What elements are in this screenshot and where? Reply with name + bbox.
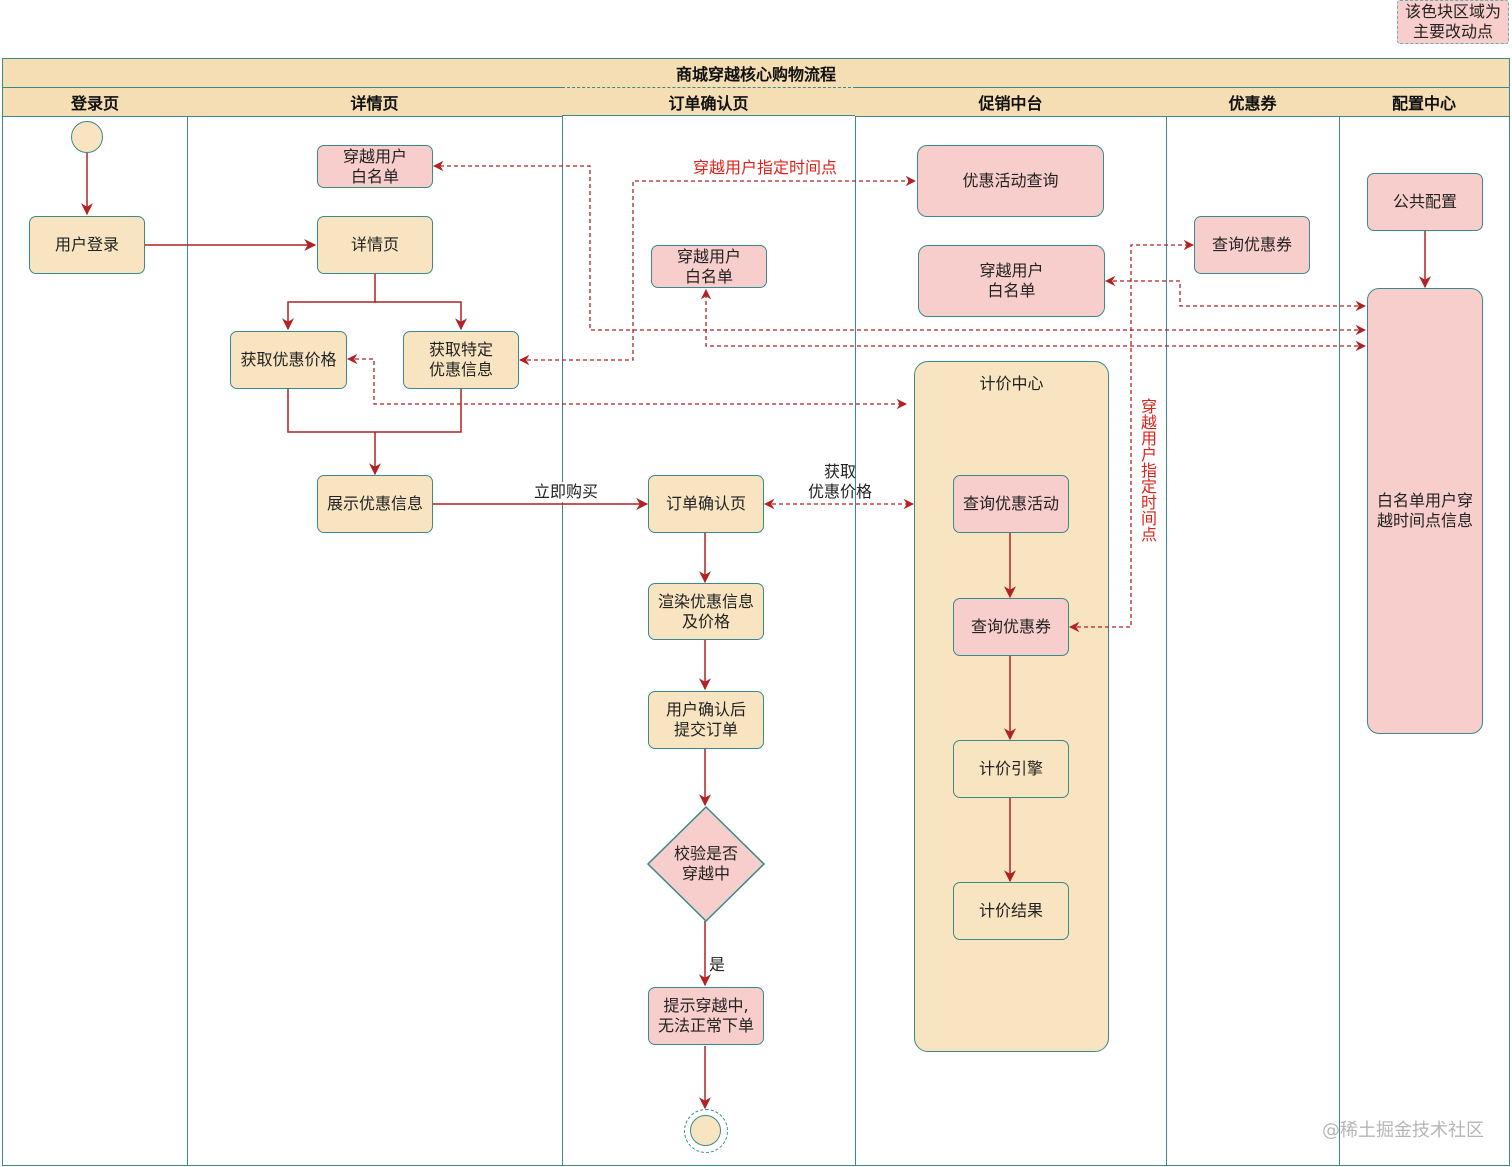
node-submit-order: 用户确认后 提交订单 bbox=[648, 691, 764, 749]
edge-detail-split-right bbox=[375, 301, 467, 331]
lane-header-order: 订单确认页 bbox=[562, 87, 856, 116]
node-query-coupon: 查询优惠券 bbox=[1194, 216, 1310, 274]
end-node-inner bbox=[690, 1115, 721, 1146]
node-whitelist-config: 白名单用户穿 越时间点信息 bbox=[1367, 288, 1483, 734]
lane-detail bbox=[187, 116, 563, 1166]
edge-coupon-inner-to-coupon bbox=[1068, 239, 1195, 633]
edge-detail-split bbox=[282, 274, 376, 331]
node-query-promo-activity: 查询优惠活动 bbox=[953, 475, 1069, 533]
lane-header-promotion: 促销中台 bbox=[855, 88, 1167, 117]
lane-header-config: 配置中心 bbox=[1339, 88, 1510, 117]
start-node bbox=[71, 121, 103, 153]
lane-login bbox=[2, 116, 188, 1166]
node-get-discount-price: 获取优惠价格 bbox=[230, 331, 347, 389]
decision-diamond bbox=[647, 806, 765, 922]
node-get-specific-discount: 获取特定 优惠信息 bbox=[403, 331, 519, 389]
pricing-center-title: 计价中心 bbox=[979, 374, 1044, 393]
legend-box: 该色块区域为 主要改动点 bbox=[1397, 0, 1509, 44]
node-pricing-engine: 计价引擎 bbox=[953, 740, 1069, 798]
node-public-config: 公共配置 bbox=[1367, 173, 1483, 231]
node-detail-page: 详情页 bbox=[317, 216, 433, 274]
label-buy-now: 立即购买 bbox=[520, 482, 612, 502]
end-node bbox=[684, 1109, 728, 1153]
lane-coupon bbox=[1166, 116, 1340, 1166]
lane-config bbox=[1339, 116, 1510, 1166]
edge-whitelist-promo-to-config bbox=[1104, 275, 1367, 312]
node-whitelist-promo: 穿越用户 白名单 bbox=[918, 245, 1105, 317]
node-pricing-result: 计价结果 bbox=[953, 882, 1069, 940]
diagram-title: 商城穿越核心购物流程 bbox=[2, 58, 1510, 88]
lane-header-login: 登录页 bbox=[2, 88, 188, 117]
node-render-discount: 渲染优惠信息 及价格 bbox=[648, 583, 764, 640]
edge-price-to-pricing bbox=[346, 353, 908, 410]
node-whitelist-detail: 穿越用户 白名单 bbox=[317, 145, 433, 188]
node-user-login: 用户登录 bbox=[29, 216, 145, 274]
label-get-price: 获取 优惠价格 bbox=[807, 462, 872, 501]
label-yes: 是 bbox=[708, 955, 725, 974]
node-query-activity: 优惠活动查询 bbox=[917, 145, 1104, 217]
edge-merge-to-show bbox=[287, 389, 462, 474]
legend-text: 该色块区域为 主要改动点 bbox=[1404, 2, 1501, 41]
node-query-coupon-inner: 查询优惠券 bbox=[953, 598, 1069, 656]
node-whitelist-order: 穿越用户 白名单 bbox=[651, 245, 767, 288]
lane-promotion bbox=[855, 116, 1167, 1166]
label-travel-time-vertical: 穿越用户指定时间点 bbox=[1138, 398, 1157, 588]
node-travel-warning: 提示穿越中, 无法正常下单 bbox=[648, 987, 764, 1045]
watermark: @稀土掘金技术社区 bbox=[1322, 1120, 1484, 1141]
node-check-travel: 校验是否 穿越中 bbox=[673, 844, 738, 883]
node-show-discount: 展示优惠信息 bbox=[317, 475, 433, 533]
lane-header-detail: 详情页 bbox=[187, 88, 563, 117]
label-travel-time: 穿越用户指定时间点 bbox=[678, 158, 852, 178]
node-order-confirm: 订单确认页 bbox=[648, 475, 764, 533]
lane-order bbox=[562, 116, 856, 1166]
